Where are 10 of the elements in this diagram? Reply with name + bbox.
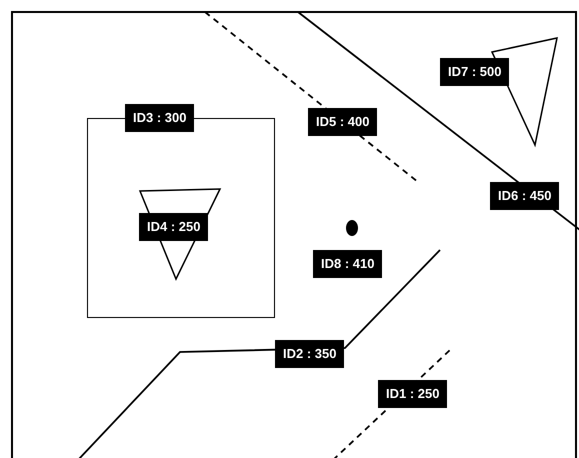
id-label: ID7 : 500 xyxy=(440,58,510,86)
id-label: ID1 : 250 xyxy=(378,380,448,408)
id-label: ID5 : 400 xyxy=(308,108,378,136)
id-label: ID2 : 350 xyxy=(275,340,344,368)
id-label: ID8 : 410 xyxy=(313,250,382,278)
id-label: ID4 : 250 xyxy=(139,213,208,241)
id-label: ID6 : 450 xyxy=(490,182,560,210)
id-label: ID3 : 300 xyxy=(125,104,194,132)
triangle-marker xyxy=(139,189,221,279)
triangle-marker xyxy=(440,38,558,146)
